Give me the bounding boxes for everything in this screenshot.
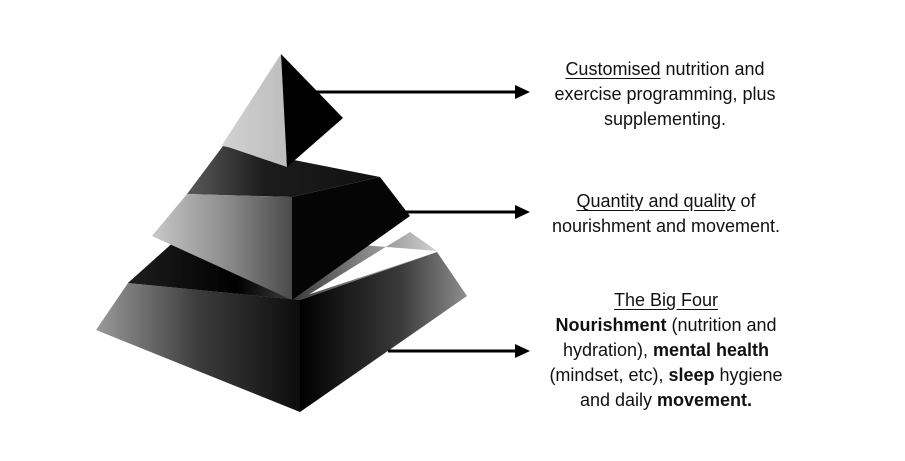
label-line: (mindset, etc), sleep hygiene (530, 363, 802, 388)
arrowhead-top (515, 85, 530, 99)
arrow-top (300, 85, 530, 99)
label-line: Customised nutrition and (530, 57, 800, 82)
arrow-middle (400, 205, 530, 219)
label-text: hygiene (714, 365, 783, 385)
label-line: Nourishment (nutrition and (530, 313, 802, 338)
arrowhead-bottom (515, 344, 530, 358)
middle-tier-right-face (292, 177, 410, 300)
label-text: of (735, 191, 756, 211)
bold-text: Nourishment (555, 315, 667, 335)
label-line: and daily movement. (530, 388, 802, 413)
label-line: Quantity and quality of (525, 189, 807, 214)
bottom-tier-front-face (96, 283, 300, 412)
label-text: supplementing. (603, 109, 727, 129)
arrowhead-middle (515, 205, 530, 219)
label-line: supplementing. (530, 107, 800, 132)
pointer-arrows (300, 85, 530, 358)
label-text: (mindset, etc), (549, 365, 669, 385)
label-text: nutrition and (660, 59, 765, 79)
label-line: The Big Four (530, 288, 802, 313)
pyramid-middle-tier (152, 146, 410, 300)
label-text: (nutrition and (666, 315, 777, 335)
label-text: nourishment and movement. (551, 216, 781, 236)
underlined-text: Customised (565, 59, 661, 79)
label-text: and daily (579, 390, 658, 410)
top-tier-right-face (281, 54, 343, 167)
label-text: exercise programming, plus (554, 84, 776, 104)
middle-tier-back-face (187, 146, 380, 197)
label-line: nourishment and movement. (525, 214, 807, 239)
bold-text: movement. (657, 390, 753, 410)
underlined-text: Quantity and quality (576, 191, 736, 211)
bold-text: sleep (668, 365, 715, 385)
label-line: hydration), mental health (530, 338, 802, 363)
arrow-bottom (388, 344, 530, 358)
bold-text: mental health (653, 340, 770, 360)
bottom-tier-right-face (300, 252, 467, 412)
top-tier-left-face (222, 54, 287, 167)
middle-tier-front-face (152, 194, 292, 300)
underlined-text: The Big Four (613, 290, 719, 310)
label-line: exercise programming, plus (530, 82, 800, 107)
pyramid-top-tier (222, 54, 343, 167)
label-text: hydration), (562, 340, 653, 360)
